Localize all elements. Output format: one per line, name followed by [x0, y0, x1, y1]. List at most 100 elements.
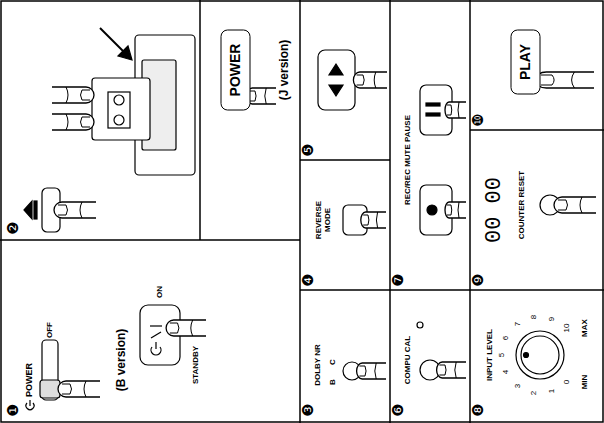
counter-reset-button	[540, 195, 596, 215]
power-button-hand	[247, 88, 276, 104]
scale-number: 6	[502, 336, 511, 340]
panel-frame	[300, 289, 390, 291]
scale-number: 0	[562, 380, 571, 384]
eject-button	[24, 188, 96, 232]
panel-frame	[470, 129, 604, 131]
rec-pause-buttons	[426, 113, 440, 116]
counter-reset-button	[554, 197, 596, 213]
button-label: ON	[156, 286, 165, 298]
scale-number: 4	[502, 370, 511, 374]
control-label: REVERSE MODE	[315, 198, 333, 242]
cassette-insertion	[52, 28, 195, 175]
version-note: (B version)	[115, 329, 128, 392]
cassette-insertion	[52, 114, 94, 130]
cassette-insertion	[108, 92, 130, 128]
rec-pause-buttons	[445, 102, 466, 118]
rec-pause-buttons	[427, 205, 437, 215]
eject-button	[54, 202, 96, 218]
input-level-dial	[524, 353, 529, 358]
control-label: COUNTER RESET	[518, 171, 527, 239]
button-text: POWER	[227, 44, 242, 97]
scale-label: MIN	[581, 375, 590, 390]
callout-number: ❾	[470, 273, 487, 286]
compu-cal-button	[417, 322, 466, 380]
panel-frame	[469, 0, 471, 423]
panel-frame	[390, 289, 470, 291]
scale-number: 1	[547, 389, 556, 393]
play-button-hand	[535, 72, 594, 88]
compu-cal-button	[437, 362, 466, 378]
callout-number: ❹	[300, 273, 317, 286]
control-label: REC/REC MUTE PAUSE	[404, 115, 413, 205]
eject-button	[34, 201, 37, 219]
button-text: PLAY	[517, 44, 532, 80]
callout-number: ❽	[470, 403, 487, 416]
scale-number: 3	[513, 384, 522, 388]
direction-button	[318, 50, 387, 110]
cassette-insertion	[118, 46, 132, 60]
power-button-hand	[247, 88, 276, 104]
rec-pause-buttons	[426, 103, 440, 106]
panel-frame	[199, 0, 201, 240]
switch-label: POWER	[25, 363, 35, 397]
input-level-dial	[516, 331, 564, 379]
callout-number: ❷	[5, 221, 22, 234]
rec-pause-buttons	[420, 85, 466, 235]
direction-button	[353, 72, 387, 88]
power-slide-switch	[40, 380, 60, 398]
callout-number: ❸	[300, 403, 317, 416]
version-note: (J version)	[278, 40, 291, 101]
power-slide-switch	[29, 400, 30, 406]
standby-button	[151, 332, 161, 338]
play-button: PLAY	[510, 30, 540, 95]
scale-number: 10	[562, 324, 571, 333]
play-button-hand	[535, 72, 594, 88]
callout-number: ❶	[5, 403, 22, 416]
power-slide-switch	[58, 381, 100, 397]
button-label: STANDBY	[192, 346, 201, 384]
compu-cal-button	[417, 322, 423, 328]
input-level-dial	[521, 336, 559, 374]
power-button: POWER	[220, 30, 250, 111]
panel-frame	[300, 159, 390, 161]
standby-button	[166, 320, 206, 336]
eject-button	[24, 201, 32, 219]
dolby-selector	[357, 363, 386, 379]
reverse-mode-button	[361, 212, 386, 228]
cassette-insertion	[52, 87, 94, 103]
scale-number: 8	[530, 315, 539, 319]
position-label: C	[329, 359, 338, 365]
callout-number: ❺	[300, 143, 317, 156]
cassette-insertion	[92, 78, 150, 140]
counter-display: 00 00	[483, 177, 507, 243]
panel-frame	[0, 239, 300, 241]
scale-number: 2	[530, 390, 539, 394]
callout-number: ❼	[390, 273, 407, 286]
standby-button	[155, 342, 156, 349]
direction-button	[329, 85, 343, 96]
scale-number: 7	[513, 322, 522, 326]
cassette-insertion	[114, 115, 124, 125]
control-label: COMPU CAL	[404, 336, 413, 384]
direction-button	[329, 64, 343, 75]
rec-pause-buttons	[445, 202, 466, 218]
power-slide-switch	[26, 340, 100, 410]
standby-button	[150, 325, 162, 326]
cassette-insertion	[100, 28, 126, 54]
panel-frame	[470, 289, 604, 291]
switch-label: OFF	[46, 322, 55, 338]
control-label: DOLBY NR	[314, 344, 323, 386]
reverse-mode-button	[343, 205, 386, 235]
position-label: B	[329, 379, 338, 385]
panel-frame	[389, 0, 391, 423]
input-level-dial	[516, 331, 564, 379]
cassette-insertion	[114, 95, 124, 105]
direction-button	[318, 50, 355, 110]
dolby-selector	[343, 362, 386, 380]
callout-number: ❿	[470, 113, 487, 126]
scale-label: MAX	[581, 319, 590, 337]
scale-number: 9	[547, 317, 556, 321]
